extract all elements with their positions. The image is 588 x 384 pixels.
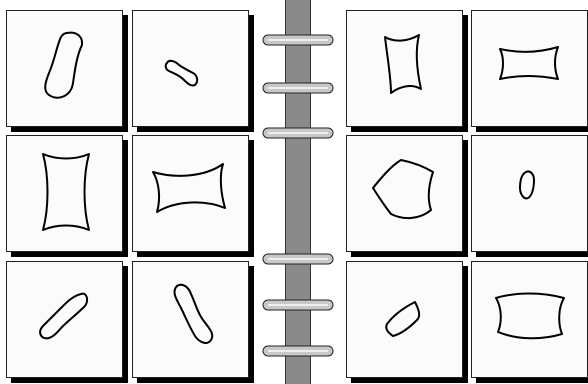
card-left-2[interactable] <box>132 10 249 127</box>
shape-tall-concave-rect <box>347 11 462 126</box>
shape-tall-curved-blob <box>7 11 122 126</box>
card-right-3[interactable] <box>346 135 463 252</box>
binder-ring-5 <box>262 298 334 312</box>
shape-tall-concave-rect <box>7 136 122 251</box>
card-right-2[interactable] <box>471 10 588 127</box>
card-left-6[interactable] <box>132 261 249 378</box>
binder-ring-6 <box>262 344 334 358</box>
card-left-1[interactable] <box>6 10 123 127</box>
shape-small-bone <box>133 11 248 126</box>
shape-rotated-convex-rect <box>347 136 462 251</box>
shape-diagonal-bone <box>7 262 122 377</box>
card-right-6[interactable] <box>471 261 588 378</box>
shape-small-tilted-lens <box>347 262 462 377</box>
shape-small-oval <box>472 136 587 251</box>
shape-wide-concave-rect <box>472 11 587 126</box>
card-right-1[interactable] <box>346 10 463 127</box>
binder-ring-3 <box>262 126 334 140</box>
binder-spine <box>285 0 311 384</box>
card-left-3[interactable] <box>6 135 123 252</box>
binder-ring-2 <box>262 81 334 95</box>
shape-wide-concave-rect <box>133 136 248 251</box>
binder-ring-4 <box>262 252 334 266</box>
card-left-5[interactable] <box>6 261 123 378</box>
binder-ring-1 <box>262 33 334 47</box>
shape-wide-concave-rect <box>472 262 587 377</box>
card-left-4[interactable] <box>132 135 249 252</box>
card-right-4[interactable] <box>471 135 588 252</box>
card-right-5[interactable] <box>346 261 463 378</box>
shape-long-diagonal-bone <box>133 262 248 377</box>
